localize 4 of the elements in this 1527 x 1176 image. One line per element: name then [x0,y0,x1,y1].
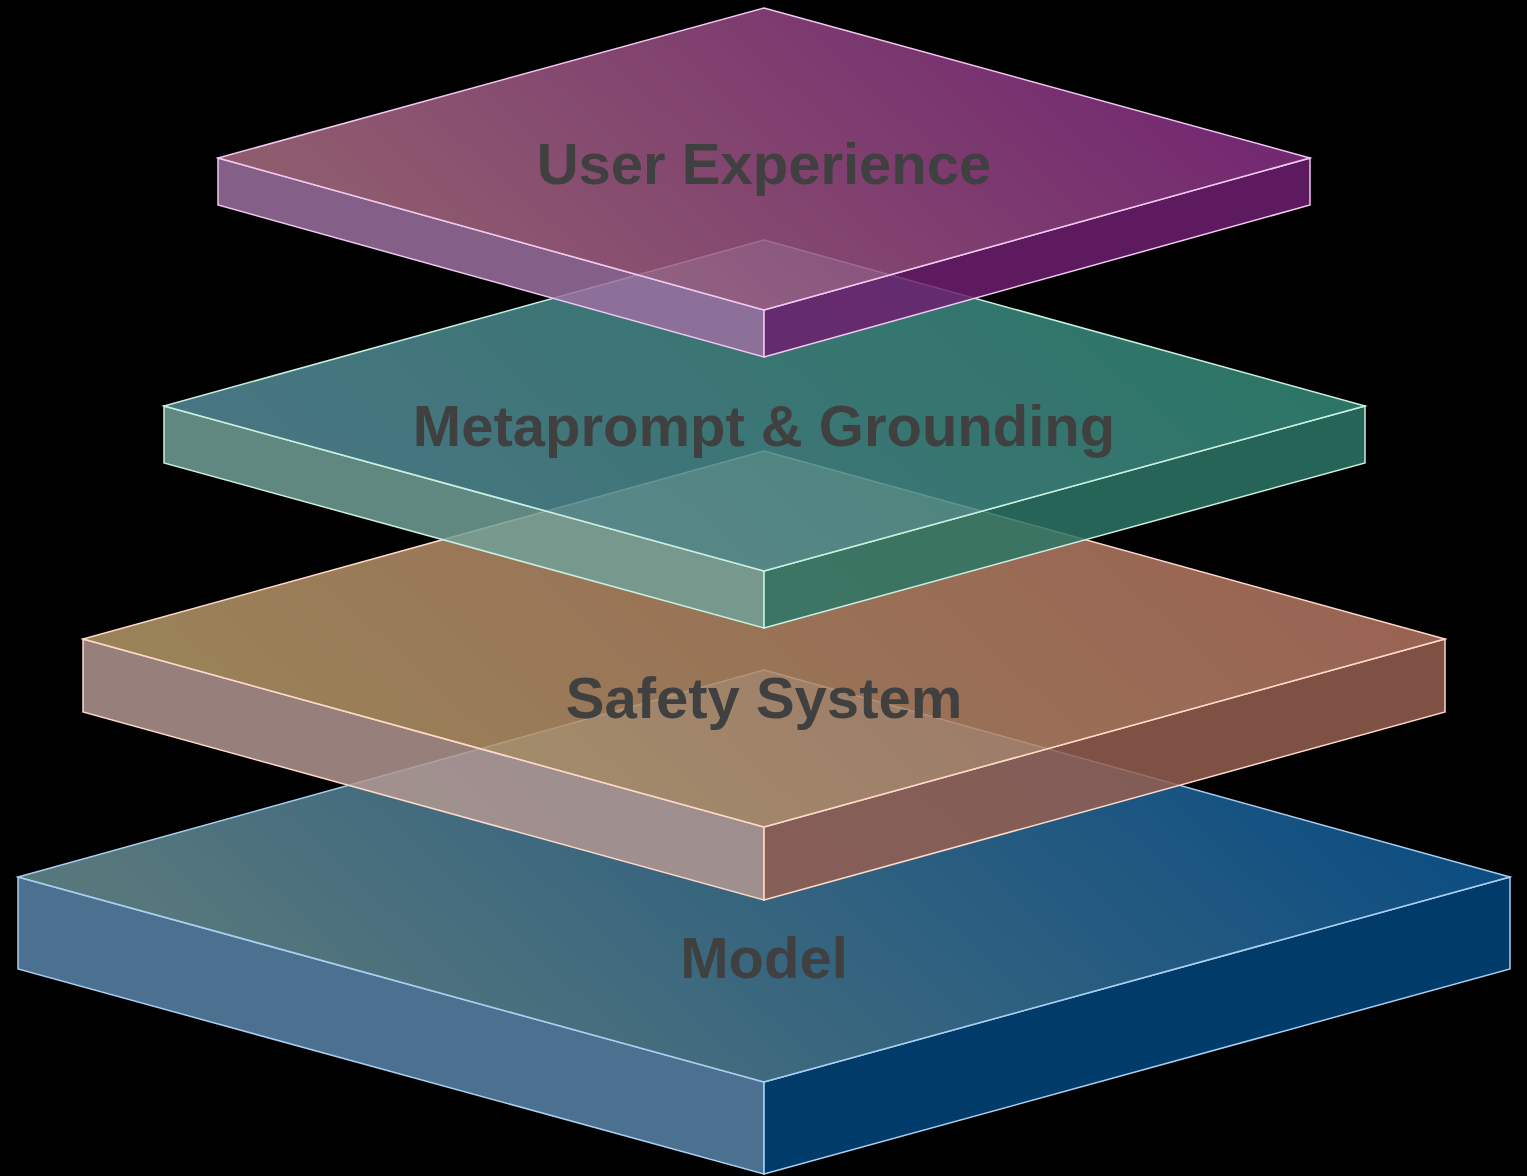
layer-label: Model [680,923,848,991]
layer-label: Safety System [565,663,963,731]
layer-label: User Experience [536,129,992,197]
layer-slab [218,8,1310,357]
